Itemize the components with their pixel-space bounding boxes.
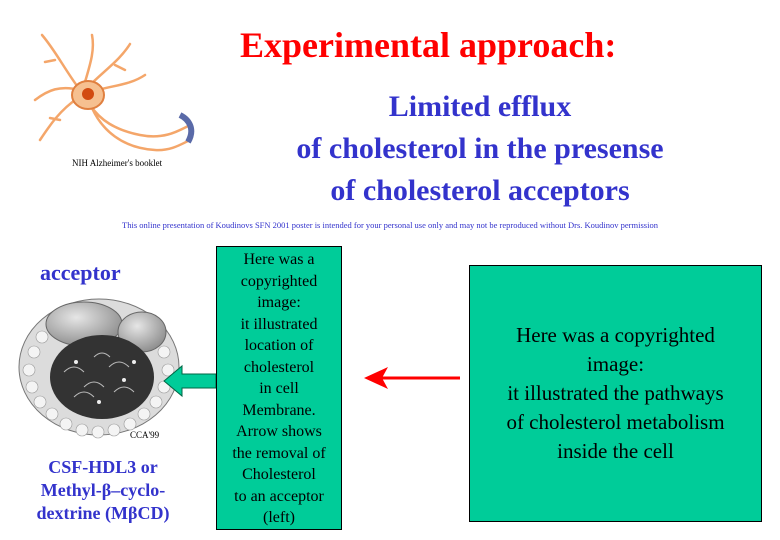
copyright-notice: This online presentation of Koudinovs SF… xyxy=(122,220,658,230)
pathways-text-line: inside the cell xyxy=(557,439,674,463)
acceptor-names: CSF-HDL3 or Methyl-β–cyclo- dextrine (Mβ… xyxy=(18,456,188,525)
membrane-image-placeholder: Here was a copyrighted image: it illustr… xyxy=(216,246,342,530)
subtitle-line: Limited efflux xyxy=(388,90,572,123)
neuron-image-credit: NIH Alzheimer's booklet xyxy=(72,158,163,168)
membrane-text-line: to an acceptor xyxy=(234,487,324,505)
membrane-text-line: Membrane. xyxy=(242,401,316,419)
acceptor-name-line: dextrine (MβCD) xyxy=(36,503,170,523)
slide-subtitle: Limited efflux of cholesterol in the pre… xyxy=(250,86,710,212)
pathways-text-line: it illustrated the pathways xyxy=(507,381,724,405)
acceptor-image-credit: CCA'99 xyxy=(130,430,160,440)
membrane-text-line: cholesterol xyxy=(243,358,315,376)
membrane-text-line: in cell xyxy=(259,380,299,397)
acceptor-name-line: CSF-HDL3 or xyxy=(48,457,158,477)
acceptor-name-line: Methyl-β–cyclo- xyxy=(40,480,166,500)
neuron-illustration xyxy=(33,33,195,152)
membrane-text-line: location of xyxy=(244,337,314,354)
green-arrow-icon xyxy=(163,364,217,398)
membrane-text-line: image: xyxy=(257,294,301,311)
membrane-text-line: the removal of xyxy=(232,444,326,462)
pathways-text-line: image: xyxy=(586,352,645,376)
membrane-text-line: Arrow shows xyxy=(236,423,322,440)
subtitle-line: of cholesterol acceptors xyxy=(330,174,630,207)
lipoprotein-illustration xyxy=(18,298,180,439)
pathways-text-line: of cholesterol metabolism xyxy=(506,410,725,434)
membrane-text-line: Here was a xyxy=(243,251,315,268)
membrane-text-line: copyrighted xyxy=(240,272,318,290)
subtitle-line: of cholesterol in the presense xyxy=(296,132,664,165)
acceptor-label: acceptor xyxy=(40,260,121,285)
slide-title: Experimental approach: xyxy=(240,25,617,65)
pathways-image-placeholder: Here was a copyrighted image: it illustr… xyxy=(469,265,762,522)
membrane-text-line: it illustrated xyxy=(240,315,318,333)
pathways-text-line: Here was a copyrighted xyxy=(516,323,715,347)
red-arrow-icon xyxy=(364,367,460,389)
membrane-text-line: Cholesterol xyxy=(242,466,316,483)
membrane-text-line: (left) xyxy=(263,509,295,526)
